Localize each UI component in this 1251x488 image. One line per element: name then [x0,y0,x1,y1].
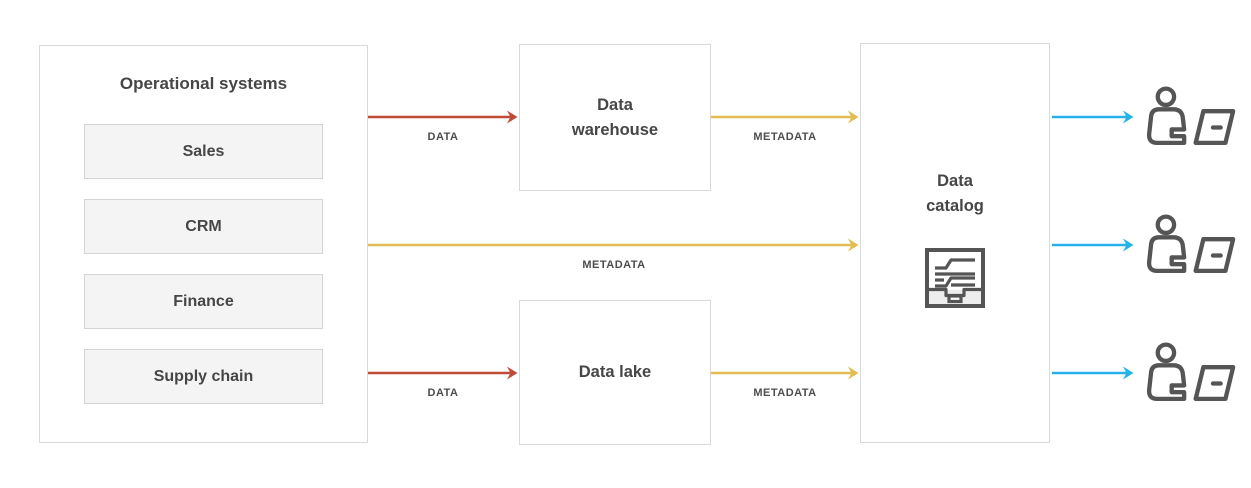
data-lake-node: Data lake [519,300,711,445]
data-lake-label: Data lake [578,363,652,382]
person-at-laptop-icon [1146,214,1236,274]
operational-systems-title: Operational systems [119,74,288,93]
arrow-opsys-to-warehouse [368,110,518,124]
operational-systems-box: Operational systems Sales CRM Finance Su… [39,45,368,443]
edge-label-data-warehouse: DATA [427,131,459,143]
arrow-warehouse-to-catalog [711,110,859,124]
person-at-laptop-icon [1146,86,1236,146]
edge-label-data-lake: DATA [427,387,459,399]
data-catalog-label: Data catalog [926,172,984,215]
data-warehouse-node: Data warehouse [519,44,711,191]
data-warehouse-label: Data warehouse [571,95,659,139]
catalog-drawer-icon [925,248,985,308]
edge-label-metadata-lake: METADATA [753,387,817,399]
arrow-lake-to-catalog [711,366,859,380]
person-at-laptop-icon [1146,342,1236,402]
arrow-opsys-to-catalog [368,238,859,252]
arrow-catalog-to-user-3 [1052,366,1134,380]
edge-label-metadata-warehouse: METADATA [753,131,817,143]
arrow-catalog-to-user-1 [1052,110,1134,124]
system-item-finance: Finance [84,274,323,329]
system-item-supply-chain: Supply chain [84,349,323,404]
data-catalog-node: Data catalog [860,43,1050,443]
arrow-catalog-to-user-2 [1052,238,1134,252]
edge-label-metadata-direct: METADATA [582,259,646,271]
arrow-opsys-to-lake [368,366,518,380]
system-item-crm: CRM [84,199,323,254]
system-item-sales: Sales [84,124,323,179]
